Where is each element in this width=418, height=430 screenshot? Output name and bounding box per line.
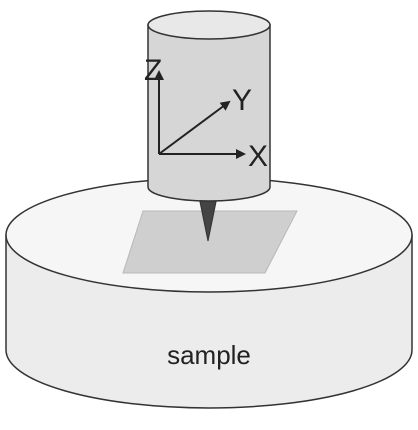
scan-area: [122, 210, 298, 274]
scanner-top: [147, 10, 271, 40]
xyz-axes-icon: Z Y X: [144, 54, 268, 173]
sample-label: sample: [167, 340, 251, 370]
axis-label-z: Z: [144, 54, 162, 87]
axis-label-y: Y: [232, 84, 252, 117]
y-axis-arrow: [158, 100, 231, 155]
axis-label-x: X: [248, 140, 268, 173]
